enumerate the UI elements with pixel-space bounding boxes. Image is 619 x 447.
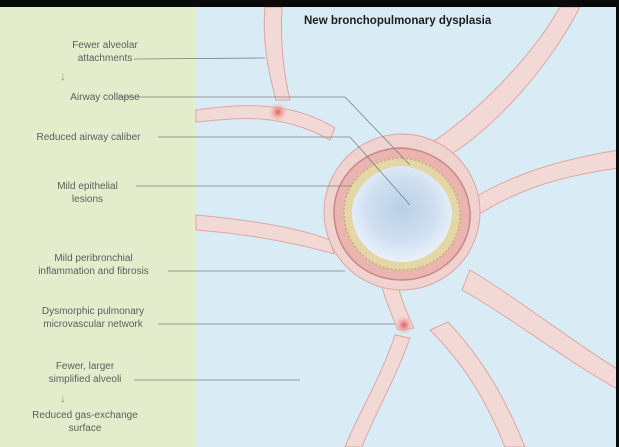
label-line: attachments	[40, 52, 170, 65]
down-arrow-icon: ↓	[60, 70, 66, 82]
label-line: simplified alveoli	[30, 373, 140, 386]
label-gas-exchange-surface: Reduced gas-exchange surface	[25, 409, 145, 435]
label-alveolar-attachments: Fewer alveolar attachments	[40, 39, 170, 65]
label-microvascular-network: Dysmorphic pulmonary microvascular netwo…	[28, 305, 158, 331]
diagram-title: New bronchopulmonary dysplasia	[304, 15, 491, 27]
top-edge	[0, 0, 619, 7]
label-peribronchial-inflammation: Mild peribronchial inflammation and fibr…	[16, 252, 171, 278]
label-line: Mild peribronchial	[16, 252, 171, 265]
label-line: surface	[25, 422, 145, 435]
label-simplified-alveoli: Fewer, larger simplified alveoli	[30, 360, 140, 386]
label-line: Fewer, larger	[30, 360, 140, 373]
label-line: microvascular network	[28, 318, 158, 331]
label-line: Mild epithelial	[40, 180, 135, 193]
label-line: Fewer alveolar	[40, 39, 170, 52]
vessel-top	[269, 103, 287, 121]
vessel-bottom	[395, 316, 413, 334]
label-line: Dysmorphic pulmonary	[28, 305, 158, 318]
label-line: Reduced gas-exchange	[25, 409, 145, 422]
label-reduced-airway-caliber: Reduced airway caliber	[16, 131, 161, 144]
label-line: lesions	[40, 193, 135, 206]
airway	[324, 134, 480, 290]
label-epithelial-lesions: Mild epithelial lesions	[40, 180, 135, 206]
label-airway-collapse: Airway collapse	[40, 91, 170, 104]
down-arrow-icon: ↓	[60, 392, 66, 404]
label-line: inflammation and fibrosis	[16, 265, 171, 278]
